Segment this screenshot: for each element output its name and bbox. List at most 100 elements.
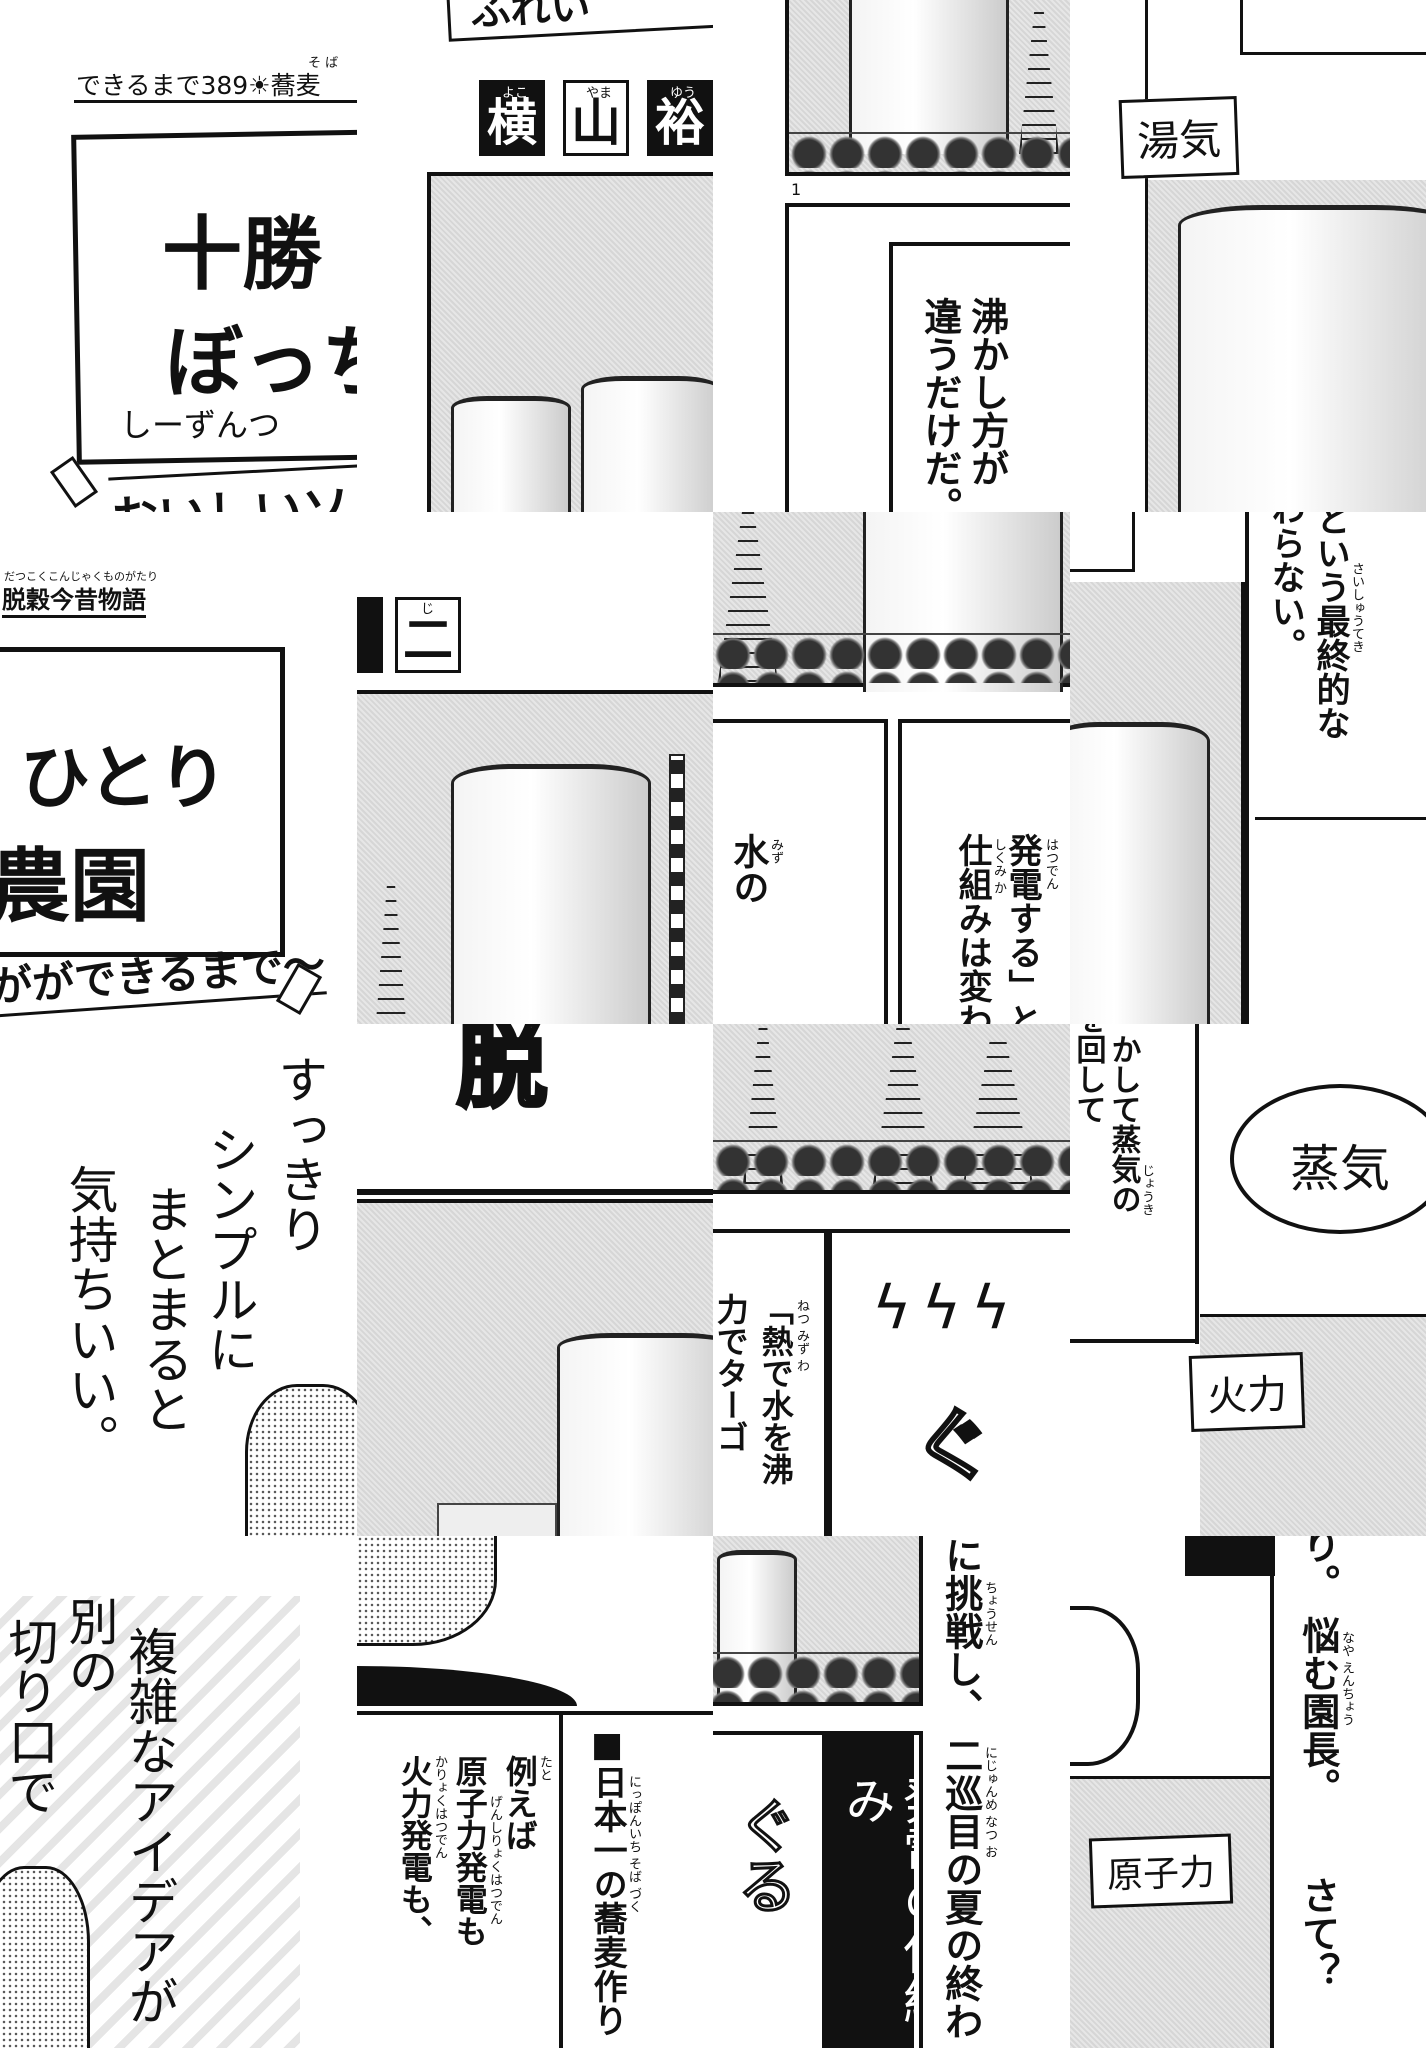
character-farmer — [0, 1866, 90, 2048]
cloud-label: 蒸気 — [1290, 1140, 1390, 1198]
tile-r2-c1[interactable]: 脱 — [357, 1024, 714, 1536]
inner-panel — [889, 242, 1070, 512]
power-plant-panel — [357, 690, 714, 1024]
cooling-tower — [451, 764, 651, 1024]
cooling-tower — [581, 376, 714, 512]
series-header: できるまで389☀蕎麦 — [76, 66, 321, 102]
cooling-tower — [849, 0, 1009, 154]
title-line-2: ぼっち — [165, 318, 357, 408]
title-box — [0, 647, 285, 957]
page-number: 1 — [791, 180, 802, 199]
name-char — [357, 597, 383, 673]
text-panel: 「熱で水を沸 ねつ みず わ 力でターゴ — [713, 1229, 828, 1536]
sfx-text: 脱 — [455, 1024, 627, 1122]
tile-r0-c3[interactable]: 湯気 — [1070, 0, 1426, 512]
dialogue-line: シンプルに — [200, 1124, 259, 1374]
power-plant-panel — [427, 172, 714, 512]
panel-border — [1240, 0, 1426, 55]
tile-r1-c1[interactable]: 二 じ — [357, 512, 714, 1024]
tower-panel — [1145, 180, 1426, 512]
text-panel: 発電する」と はつでん 仕組みは変わ しくみ か — [898, 719, 1070, 1024]
section-heading: ■日本一の蕎麦作り — [587, 1725, 628, 2037]
name-char: 山 — [563, 80, 629, 156]
tile-r0-c0[interactable]: そ ば できるまで389☀蕎麦 十勝 ぼっち しーずんつ おいしいソバ — [0, 0, 357, 512]
panel-border — [1245, 512, 1249, 1024]
tile-r2-c2[interactable]: 「熱で水を沸 ねつ みず わ 力でターゴ ぐ ϟϟϟ — [713, 1024, 1070, 1536]
tile-r3-c1[interactable]: 例えば たと 原子力発電も げんしりょくはつでん 火力発電も、 かりょくはつでん… — [357, 1536, 714, 2048]
sfx-text: ぐる — [726, 1794, 799, 1917]
text-panel: 例えば たと 原子力発電も げんしりょくはつでん 火力発電も、 かりょくはつでん… — [357, 1711, 714, 2048]
tile-r3-c3[interactable]: 原子力 り。 悩む園長。 なや えんちょう さて？ — [1070, 1536, 1426, 2048]
ruby: にじゅんめ なつ お — [981, 1746, 997, 1859]
dialogue-line: まとまると — [135, 1184, 194, 1434]
chimney — [669, 754, 685, 1024]
dialogue-line: を回して — [1070, 1024, 1106, 1124]
steam-cloud — [1230, 1084, 1426, 1234]
title-line-1: 十勝 — [162, 208, 322, 301]
dialogue-line: わらない。 — [1265, 512, 1306, 662]
dialogue-line: り。 — [1295, 1536, 1340, 1602]
dialogue-line: 「熱で水を沸 — [756, 1293, 795, 1485]
tile-r1-c3[interactable]: という最終的な さいしゅうてき わらない。 — [1070, 512, 1426, 1024]
photo-panel — [713, 1536, 923, 1706]
character-farmer — [245, 1384, 357, 1536]
dialogue-line: 二巡目の夏の終わ — [938, 1736, 983, 2040]
panel-border — [1070, 1339, 1199, 1343]
name-char: 二 — [395, 597, 461, 673]
pylon — [371, 884, 411, 1024]
title-bar — [1185, 1536, 1275, 1576]
tile-r2-c0[interactable]: すっきり シンプルに まとまると 気持ちいい。 — [0, 1024, 357, 1536]
tile-r1-c2[interactable]: 水の みず 発電する」と はつでん 仕組みは変わ しくみ か — [713, 512, 1070, 1024]
dialogue-line: かして蒸気の — [1105, 1034, 1141, 1214]
tile-r3-c2[interactable]: に挑戦し、 ちょうせん 二巡目の夏の終わ にじゅんめ なつ お 発電の仕組み ぐ… — [713, 1536, 1070, 2048]
tile-r1-c0[interactable]: だつこくこんじゃくものがたり 脱穀今昔物語 ひとり 農園 がができるまで〜 — [0, 512, 357, 1024]
tile-r3-c0[interactable]: 複雑なアイデアが 別の 切り口で — [0, 1536, 357, 2048]
ruby: ゆう — [670, 86, 697, 101]
banner-fragment: ふれい — [445, 0, 714, 42]
ruby: よこ — [502, 86, 529, 101]
character-leg — [357, 1536, 497, 1646]
banner: おいしいソバ — [108, 462, 357, 512]
sfx-panel: ぐ ϟϟϟ — [828, 1229, 1070, 1536]
dialogue-line: 複雑なアイデアが — [120, 1626, 179, 2026]
dialogue-line: 例えば — [500, 1755, 539, 1851]
author: しーずんつ — [120, 406, 281, 444]
lightning-icon: ϟϟϟ — [872, 1273, 1021, 1343]
building — [437, 1503, 557, 1536]
ruby: じ — [421, 602, 435, 617]
ruby: しくみ か — [990, 838, 1006, 895]
panel-border — [559, 1715, 563, 2048]
tile-r0-c1[interactable]: ふれい 横 山 裕 よこ やま ゆう — [357, 0, 714, 512]
tile-r0-c2[interactable]: 1 沸かし方が 違うだけだ。 — [713, 0, 1070, 512]
panel-border — [1255, 817, 1426, 820]
divider — [74, 100, 357, 103]
dialogue-line: 原子力発電も — [450, 1755, 489, 1947]
nuclear-label: 原子力 — [1088, 1833, 1234, 1909]
trees — [713, 1140, 1070, 1190]
ruby: みず — [767, 838, 783, 864]
panel-border — [1270, 1536, 1274, 2048]
title-bar — [822, 1735, 914, 2048]
ruby: ねつ みず わ — [793, 1299, 809, 1373]
panel-border — [357, 1189, 714, 1195]
dialogue-line: 別の — [60, 1596, 119, 1696]
soba-text: 蕎麦 — [270, 71, 321, 100]
water — [1070, 1776, 1270, 2048]
photo-panel — [785, 0, 1070, 176]
name-char: 横 — [479, 80, 545, 156]
dialogue-line: という最終的な — [1310, 512, 1351, 740]
text-panel: 水の みず — [713, 719, 888, 1024]
dialogue-line: 水の — [727, 833, 769, 905]
trees — [789, 132, 1070, 172]
sfx-text: ぐ — [904, 1393, 1002, 1501]
ruby: かりょくはつでん — [431, 1755, 447, 1859]
header-text: できるまで389 — [76, 71, 249, 100]
ruby: さいしゅうてき — [1348, 562, 1364, 653]
ruby: たと — [536, 1755, 552, 1781]
dialogue-line: 違うだけだ。 — [917, 297, 962, 512]
tile-r2-c3[interactable]: かして蒸気の じょうき を回して 蒸気 火力 — [1070, 1024, 1426, 1536]
ruby: ちょうせん — [981, 1581, 997, 1646]
trees — [713, 1652, 919, 1702]
dialogue-line: 火力発電も、 — [395, 1755, 434, 1947]
panel-border — [1070, 512, 1135, 572]
